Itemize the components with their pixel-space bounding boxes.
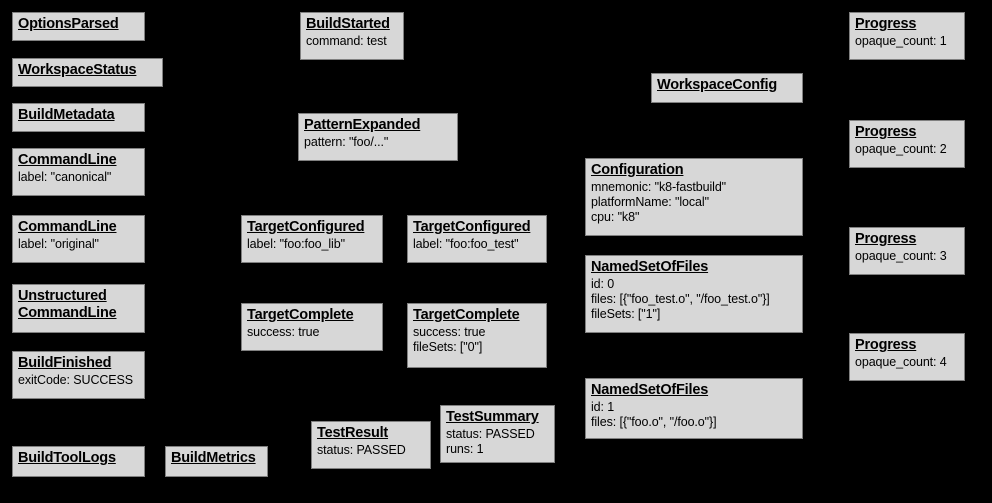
node-title: TargetComplete (247, 307, 354, 323)
node-build-finished[interactable]: BuildFinished exitCode: SUCCESS (12, 351, 145, 399)
node-target-complete-lib[interactable]: TargetComplete success: true (241, 303, 383, 351)
node-progress-3[interactable]: Progress opaque_count: 3 (849, 227, 965, 275)
node-command-line-canonical[interactable]: CommandLine label: "canonical" (12, 148, 145, 196)
node-title: BuildFinished (18, 355, 112, 371)
node-test-result[interactable]: TestResult status: PASSED (311, 421, 431, 469)
node-title: CommandLine (18, 219, 117, 235)
node-progress-2[interactable]: Progress opaque_count: 2 (849, 120, 965, 168)
node-title: BuildMetrics (171, 450, 256, 466)
node-title: TestResult (317, 425, 389, 441)
node-title: BuildToolLogs (18, 450, 116, 466)
node-title: WorkspaceConfig (657, 77, 778, 93)
node-title: TargetConfigured (247, 219, 365, 235)
node-properties: id: 1 files: [{"foo.o", "/foo.o"}] (591, 400, 717, 429)
node-title: WorkspaceStatus (18, 62, 137, 78)
node-title: Unstructured CommandLine (18, 288, 117, 322)
node-title: NamedSetOfFiles (591, 382, 709, 398)
node-properties: label: "foo:foo_test" (413, 237, 519, 252)
node-properties: opaque_count: 2 (855, 142, 947, 157)
node-properties: opaque_count: 4 (855, 355, 947, 370)
node-properties: label: "foo:foo_lib" (247, 237, 345, 252)
node-title: TestSummary (446, 409, 539, 425)
node-properties: status: PASSED (317, 443, 406, 458)
node-target-configured-lib[interactable]: TargetConfigured label: "foo:foo_lib" (241, 215, 383, 263)
node-named-set-of-files-0[interactable]: NamedSetOfFiles id: 0 files: [{"foo_test.… (585, 255, 803, 333)
node-properties: command: test (306, 34, 387, 49)
node-workspace-config[interactable]: WorkspaceConfig (651, 73, 803, 103)
node-properties: id: 0 files: [{"foo_test.o", "/foo_test.… (591, 277, 770, 321)
node-title: BuildStarted (306, 16, 390, 32)
node-progress-1[interactable]: Progress opaque_count: 1 (849, 12, 965, 60)
node-properties: label: "original" (18, 237, 99, 252)
node-properties: exitCode: SUCCESS (18, 373, 134, 388)
node-title: NamedSetOfFiles (591, 259, 709, 275)
node-title: PatternExpanded (304, 117, 421, 133)
node-build-metrics[interactable]: BuildMetrics (165, 446, 268, 477)
node-title: Progress (855, 337, 917, 353)
node-properties: label: "canonical" (18, 170, 112, 185)
node-build-started[interactable]: BuildStarted command: test (300, 12, 404, 60)
node-target-configured-test[interactable]: TargetConfigured label: "foo:foo_test" (407, 215, 547, 263)
node-properties: status: PASSED runs: 1 (446, 427, 535, 456)
node-build-metadata[interactable]: BuildMetadata (12, 103, 145, 132)
node-title: BuildMetadata (18, 107, 115, 123)
node-pattern-expanded[interactable]: PatternExpanded pattern: "foo/..." (298, 113, 458, 161)
node-target-complete-test[interactable]: TargetComplete success: true fileSets: ["… (407, 303, 547, 368)
node-properties: success: true (247, 325, 320, 340)
node-properties: opaque_count: 3 (855, 249, 947, 264)
node-properties: pattern: "foo/..." (304, 135, 389, 150)
node-options-parsed[interactable]: OptionsParsed (12, 12, 145, 41)
node-command-line-original[interactable]: CommandLine label: "original" (12, 215, 145, 263)
node-title: CommandLine (18, 152, 117, 168)
node-title: Configuration (591, 162, 684, 178)
node-title: Progress (855, 124, 917, 140)
node-properties: opaque_count: 1 (855, 34, 947, 49)
node-title: TargetConfigured (413, 219, 531, 235)
node-workspace-status[interactable]: WorkspaceStatus (12, 58, 163, 87)
node-title: TargetComplete (413, 307, 520, 323)
node-progress-4[interactable]: Progress opaque_count: 4 (849, 333, 965, 381)
node-unstructured-command-line[interactable]: Unstructured CommandLine (12, 284, 145, 333)
node-title: OptionsParsed (18, 16, 119, 32)
node-build-tool-logs[interactable]: BuildToolLogs (12, 446, 145, 477)
node-named-set-of-files-1[interactable]: NamedSetOfFiles id: 1 files: [{"foo.o", "… (585, 378, 803, 439)
node-properties: success: true fileSets: ["0"] (413, 325, 486, 354)
node-properties: mnemonic: "k8-fastbuild" platformName: "… (591, 180, 727, 224)
node-title: Progress (855, 16, 917, 32)
node-configuration[interactable]: Configuration mnemonic: "k8-fastbuild" pl… (585, 158, 803, 236)
node-title: Progress (855, 231, 917, 247)
node-test-summary[interactable]: TestSummary status: PASSED runs: 1 (440, 405, 555, 463)
